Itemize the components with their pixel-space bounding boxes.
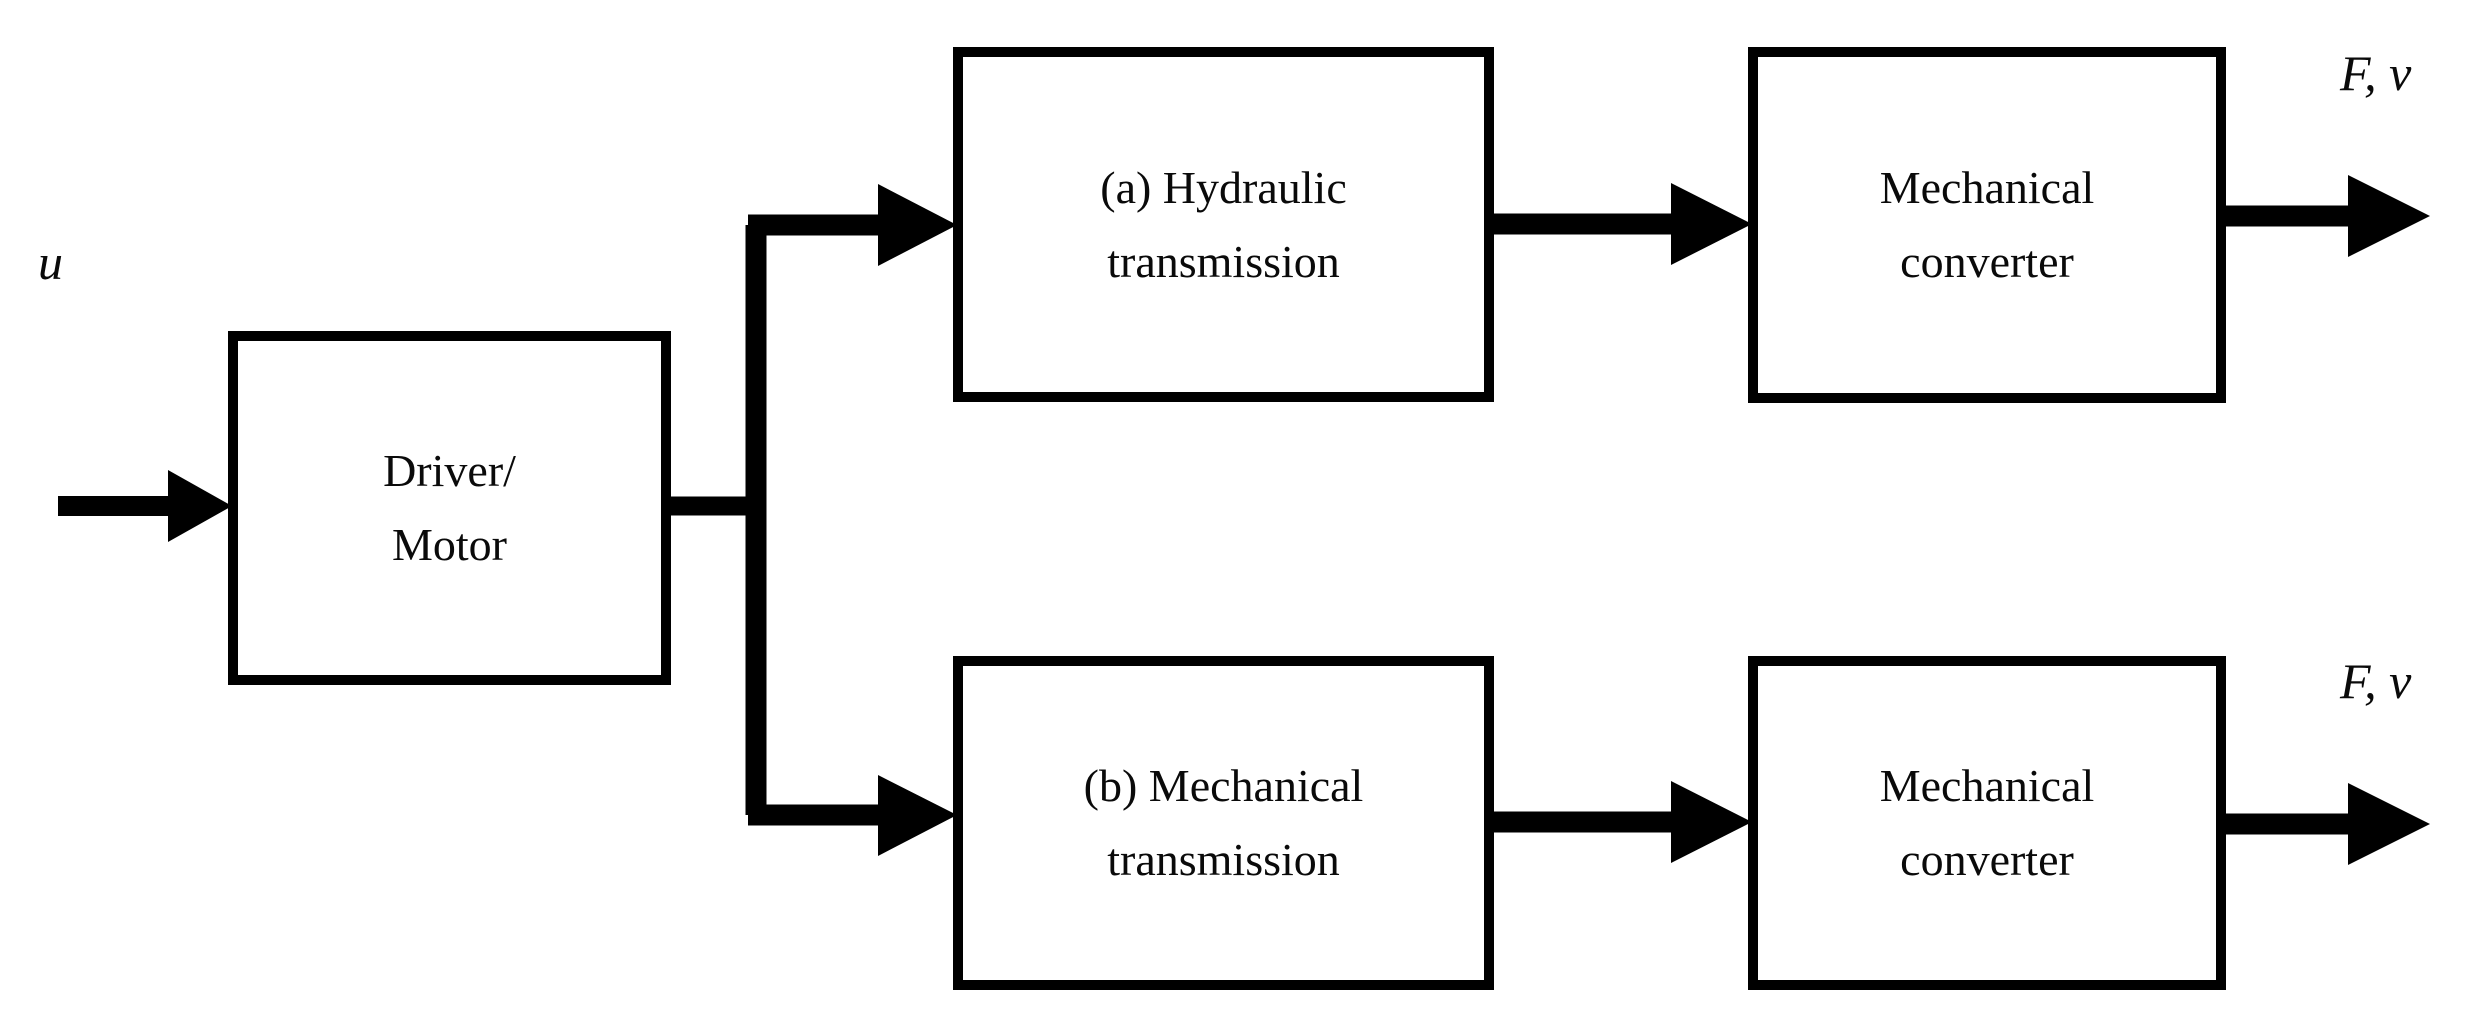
connector-branch-to-mechanical <box>748 775 957 856</box>
block-mechanical-transmission-rect <box>953 656 1494 990</box>
connector-mechanical-to-converter <box>1489 781 1752 863</box>
signal-label-output-bottom-Fv: F, v <box>2340 653 2412 709</box>
block-mechanical-converter-bottom-rect <box>1748 656 2226 990</box>
connector-converter-bottom-output <box>2221 783 2430 865</box>
signal-label-input-u: u <box>38 234 63 290</box>
connector-input-to-driver <box>58 470 232 542</box>
block-driver-motor-rect <box>228 331 671 685</box>
connector-branch-to-hydraulic <box>748 184 957 266</box>
connector-driver-split <box>666 225 767 815</box>
block-hydraulic-transmission-rect <box>953 47 1494 402</box>
block-mechanical-converter-top-rect <box>1748 47 2226 403</box>
signal-label-output-top-Fv: F, v <box>2340 45 2412 101</box>
connector-hydraulic-to-converter <box>1489 183 1752 265</box>
connector-converter-top-output <box>2221 175 2430 257</box>
